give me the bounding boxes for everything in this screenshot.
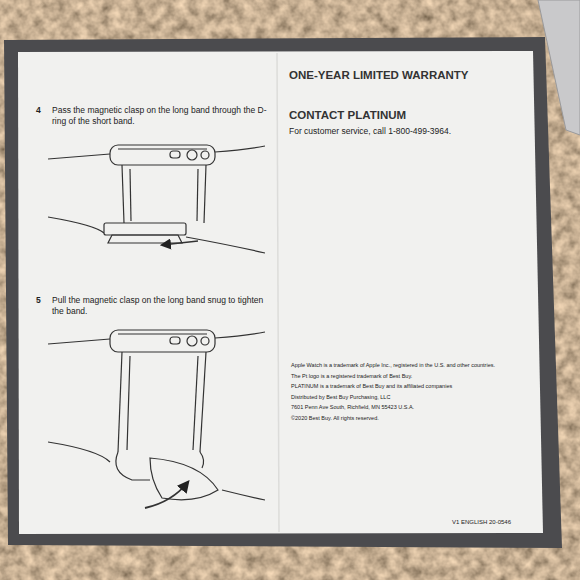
fine-print: 7601 Penn Ave South, Richfield, MN 55423… <box>291 404 414 411</box>
instruction-text: Pull the magnetic clasp on the long band… <box>52 295 277 317</box>
section-heading: CONTACT PLATINUM <box>289 108 406 123</box>
section-heading: ONE-YEAR LIMITED WARRANTY <box>289 68 469 83</box>
fine-print: PLATINUM is a trademark of Best Buy and … <box>291 383 452 390</box>
contact-text: For customer service, call 1-800-499-396… <box>289 126 451 137</box>
step-number: 5 <box>36 295 41 306</box>
paper-sheet <box>18 51 543 534</box>
fine-print: Apple Watch is a trademark of Apple Inc.… <box>291 362 495 369</box>
step-number: 4 <box>36 105 41 116</box>
paper-border <box>4 37 562 548</box>
fold-line <box>277 53 279 532</box>
document-code: V1 ENGLISH 20-0546 <box>452 519 511 527</box>
step5-illustration <box>48 330 265 508</box>
step4-illustration <box>48 145 265 253</box>
fine-print: The Pt logo is a registered trademark of… <box>291 373 412 380</box>
fine-print: ©2020 Best Buy. All rights reserved. <box>291 415 379 422</box>
fine-print: Distributed by Best Buy Purchasing, LLC <box>291 394 390 401</box>
instruction-text: Pass the magnetic clasp on the long band… <box>52 105 277 127</box>
